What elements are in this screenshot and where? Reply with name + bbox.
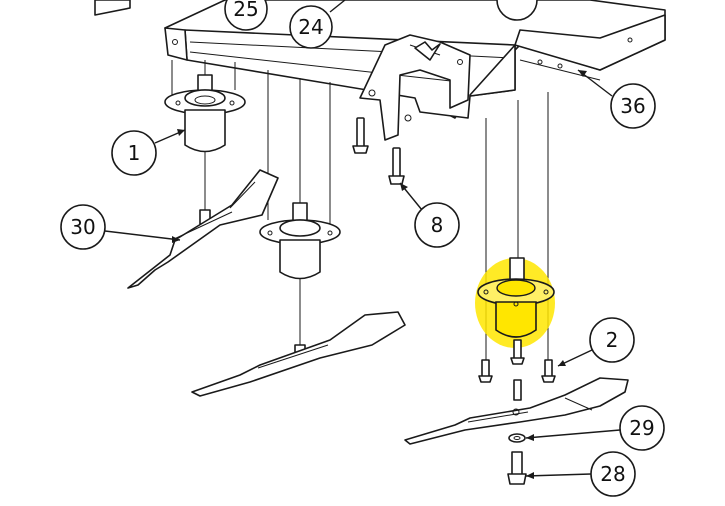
- svg-text:28: 28: [600, 462, 625, 486]
- svg-text:2: 2: [606, 328, 619, 352]
- bolt-28: [507, 451, 527, 485]
- svg-text:24: 24: [298, 15, 323, 39]
- blade-middle: [191, 311, 406, 397]
- hitch-bracket: [359, 34, 471, 141]
- svg-text:30: 30: [70, 215, 95, 239]
- callout-24: 24: [289, 0, 346, 49]
- bolts-2-group: [478, 339, 556, 401]
- svg-text:36: 36: [620, 94, 645, 118]
- callout-1: 1: [111, 129, 186, 176]
- svg-text:8: 8: [431, 213, 444, 237]
- callout-28: 28: [525, 451, 636, 497]
- spindle-left: [164, 74, 246, 225]
- washer-29: [508, 433, 526, 443]
- callout-30: 30: [60, 204, 181, 250]
- svg-text:29: 29: [629, 416, 654, 440]
- svg-text:1: 1: [128, 141, 141, 165]
- spindle-right-highlighted: [475, 257, 555, 348]
- svg-text:25: 25: [233, 0, 258, 21]
- callout-2: 2: [557, 317, 635, 367]
- callout-top-partial: [496, 0, 538, 21]
- blade-right: [404, 377, 629, 445]
- callout-25: 25: [224, 0, 268, 31]
- callout-36: 36: [577, 69, 656, 129]
- callout-8: 8: [399, 182, 460, 248]
- blade-left: [127, 169, 279, 289]
- callout-29: 29: [525, 405, 665, 451]
